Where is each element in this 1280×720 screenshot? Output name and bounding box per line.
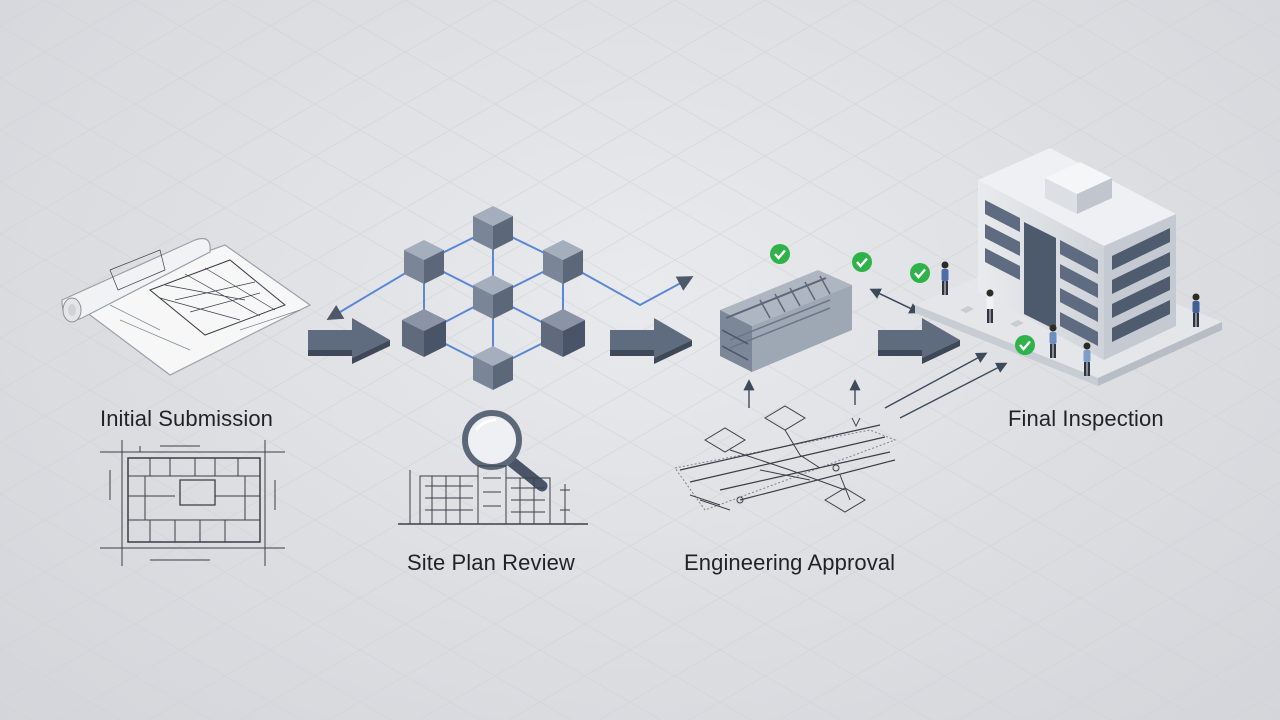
checkmark-icon: [770, 244, 790, 264]
inspector-figure-icon: [1049, 324, 1057, 358]
node-cube: [404, 240, 444, 284]
inspector-figure-icon: [986, 289, 994, 323]
node-cube: [541, 309, 585, 357]
inspector-figure-icon: [1083, 342, 1091, 376]
building-elevation-icon: [398, 465, 588, 525]
checkmark-icon: [1015, 335, 1035, 355]
stage-label-final-inspection: Final Inspection: [1008, 406, 1164, 431]
stage-label-site-plan-review: Site Plan Review: [407, 550, 575, 575]
node-cube: [543, 240, 583, 284]
connector-arrows: [743, 288, 1008, 419]
inspector-figure-icon: [1192, 293, 1200, 327]
node-network-icon: [326, 206, 694, 390]
node-cube: [402, 309, 446, 357]
blueprint-roll-icon: [61, 237, 312, 376]
stage-label-engineering-approval: Engineering Approval: [684, 550, 896, 575]
checkmark-icon: [910, 263, 930, 283]
stage-label-initial-submission: Initial Submission: [100, 406, 273, 431]
node-cube: [473, 346, 513, 390]
inspector-figures: [941, 261, 1200, 376]
approval-checkmarks: [770, 244, 1035, 355]
utility-plan-icon: [674, 405, 897, 513]
checkmark-icon: [852, 252, 872, 272]
flow-arrow-1: [308, 318, 390, 364]
magnifier-icon: [462, 410, 548, 492]
flow-arrow-3: [878, 318, 960, 364]
steel-beam-icon: [720, 270, 852, 372]
office-building-icon: [915, 148, 1222, 386]
flow-arrow-2: [610, 318, 692, 364]
node-cube: [473, 206, 513, 250]
inspector-figure-icon: [941, 261, 949, 295]
node-cube: [473, 275, 513, 319]
floor-plan-icon: [100, 440, 285, 566]
